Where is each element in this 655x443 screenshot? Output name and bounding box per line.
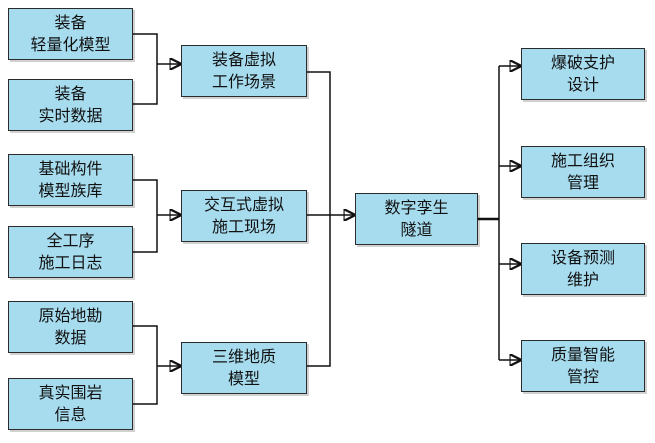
- node-quality-smart-control: 质量智能 管控: [521, 340, 645, 392]
- node-digital-twin-tunnel: 数字孪生 隧道: [355, 193, 478, 245]
- connector-rock-info: [133, 366, 158, 405]
- node-equip-realtime-data: 装备 实时数据: [8, 79, 133, 131]
- connector-equip-data: [133, 64, 158, 105]
- node-blast-support-design: 爆破支护 设计: [521, 48, 645, 100]
- connector-equip-model: [133, 33, 158, 64]
- connector-component-family: [133, 179, 158, 215]
- connector-process-log: [133, 215, 158, 253]
- node-equip-predictive-maint: 设备预测 维护: [521, 243, 645, 295]
- node-real-rock-info: 真实围岩 信息: [8, 378, 133, 430]
- node-equip-virtual-scene: 装备虚拟 工作场景: [181, 45, 307, 97]
- node-full-process-log: 全工序 施工日志: [8, 226, 133, 278]
- node-construction-org-mgmt: 施工组织 管理: [521, 146, 645, 198]
- node-original-survey-data: 原始地勘 数据: [8, 301, 133, 353]
- node-3d-geology-model: 三维地质 模型: [181, 342, 307, 394]
- node-equip-lightweight-model: 装备 轻量化模型: [8, 8, 133, 60]
- node-basic-component-family: 基础构件 模型族库: [8, 154, 133, 206]
- connector-scene-bus: [307, 71, 331, 367]
- node-interactive-virtual-site: 交互式虚拟 施工现场: [181, 190, 307, 242]
- connector-survey-data: [133, 325, 158, 366]
